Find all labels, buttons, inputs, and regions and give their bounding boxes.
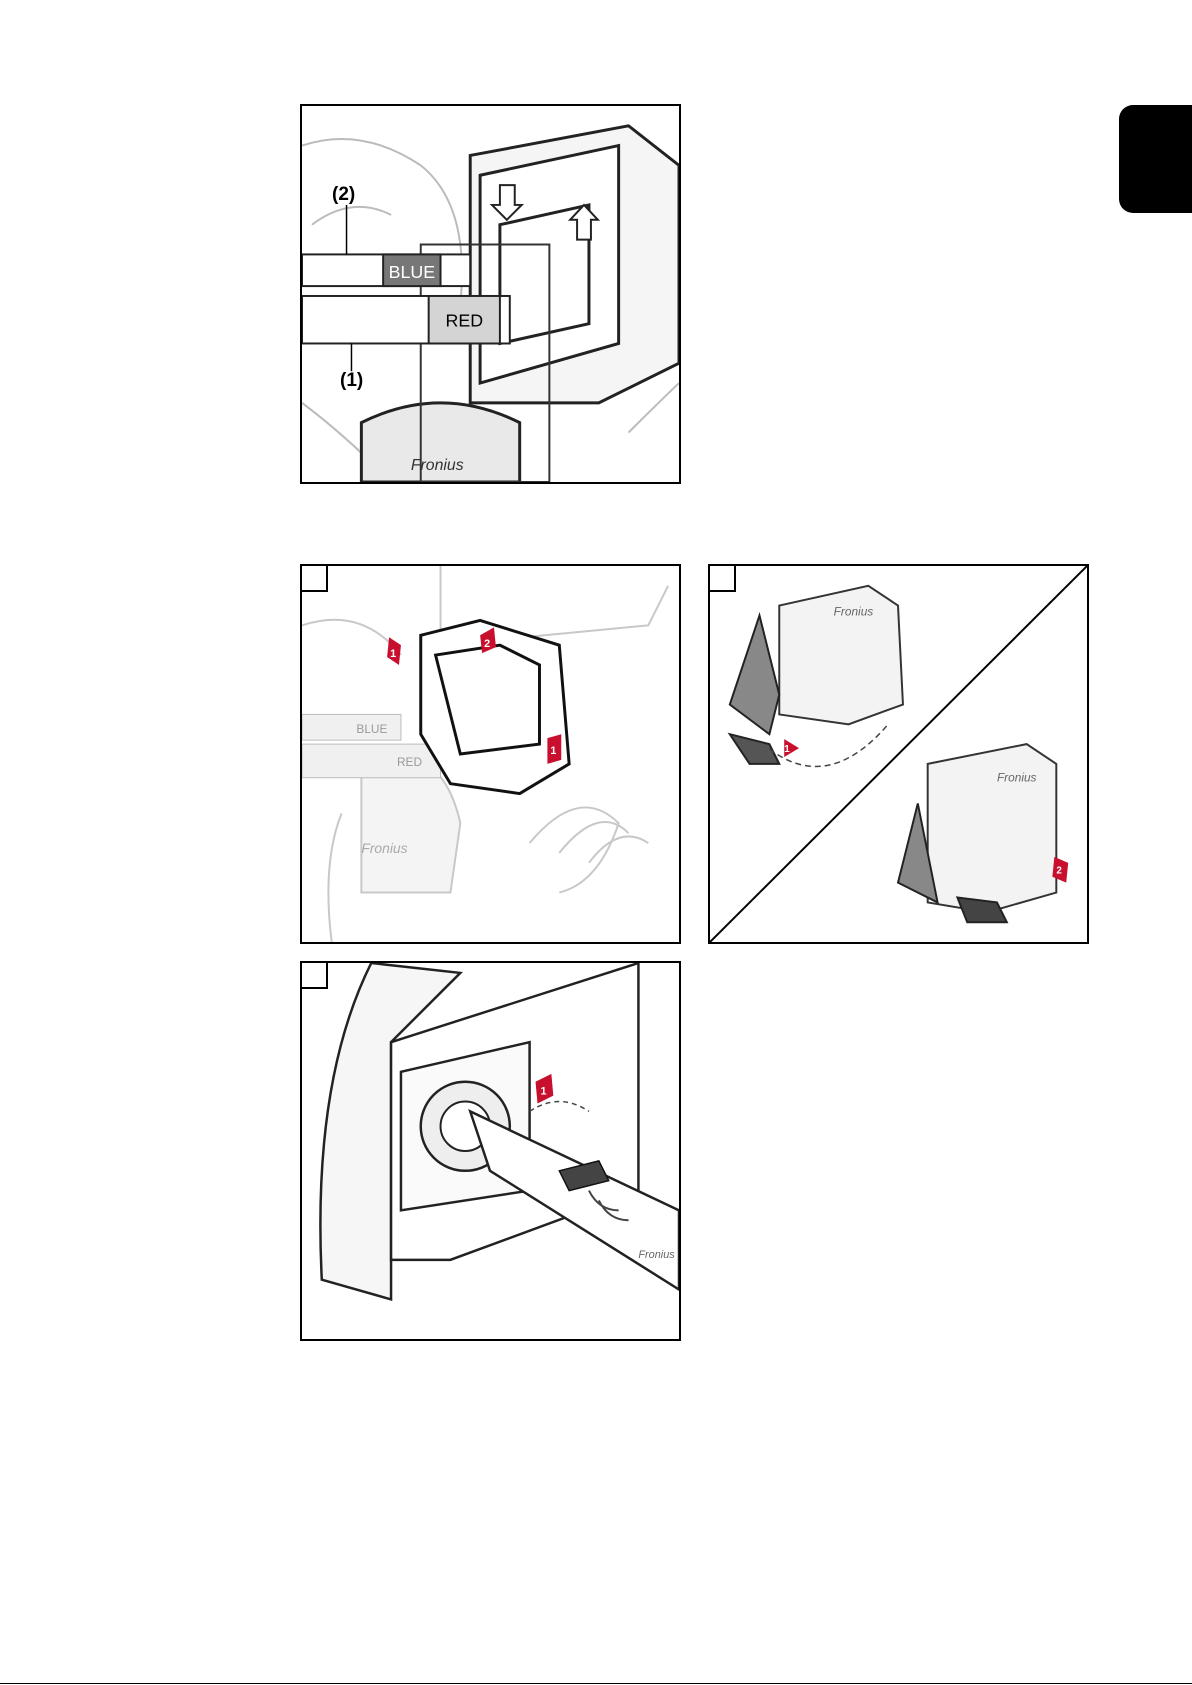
chapter-tab [1119, 105, 1192, 213]
figure-step-a: BLUE RED Fronius 1 2 1 [300, 564, 681, 944]
blue-label: BLUE [389, 262, 436, 282]
svg-text:2: 2 [484, 638, 490, 650]
red-label: RED [445, 311, 483, 331]
brand-logo-text: Fronius [411, 457, 464, 474]
figure-step-b: Fronius Fronius 1 2 [708, 564, 1089, 944]
svg-text:1: 1 [784, 744, 790, 755]
brand-logo-text: Fronius [361, 840, 407, 856]
svg-text:1: 1 [550, 745, 556, 757]
callout-1: (1) [340, 370, 363, 392]
arrow-1: 1 [387, 637, 401, 665]
figure-step-c: Fronius 1 [300, 961, 681, 1341]
brand-logo-text: Fronius [834, 604, 874, 618]
step-a-illustration: BLUE RED Fronius 1 2 1 [302, 566, 679, 942]
step-b-illustration: Fronius Fronius 1 2 [710, 566, 1087, 942]
svg-text:1: 1 [540, 1086, 546, 1098]
arrow-1b: 1 [547, 734, 561, 764]
callout-2: (2) [332, 184, 355, 206]
brand-logo-text-2: Fronius [997, 771, 1037, 785]
red-label: RED [397, 755, 422, 769]
blue-label: BLUE [356, 722, 387, 736]
arrow-1: 1 [784, 739, 799, 757]
brand-logo-text: Fronius [638, 1249, 675, 1261]
step-c-illustration: Fronius 1 [302, 963, 679, 1339]
svg-text:1: 1 [390, 648, 396, 660]
figure-connection: BLUE RED Fronius (2) (1) [300, 104, 681, 484]
svg-text:2: 2 [1056, 866, 1062, 877]
footer-rule [0, 1683, 1192, 1684]
connection-illustration: BLUE RED Fronius [302, 106, 679, 482]
